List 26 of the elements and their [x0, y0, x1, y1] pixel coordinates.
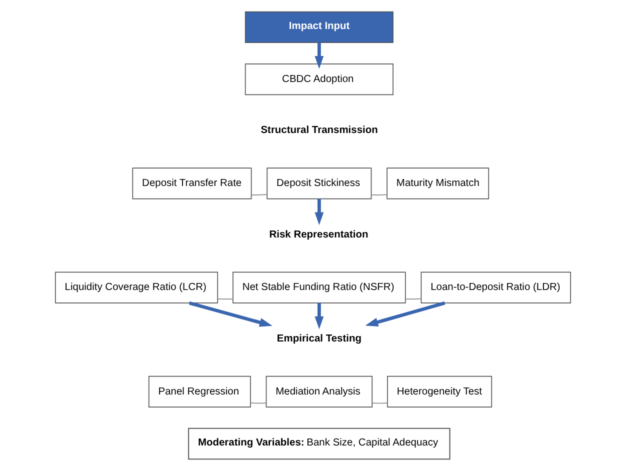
node-box: Panel Regression	[148, 376, 250, 408]
connector	[250, 402, 266, 404]
node-box: Loan-to-Deposit Ratio (LDR)	[420, 272, 571, 304]
node-box: Impact Input	[244, 11, 393, 43]
node-box: Moderating Variables: Bank Size, Capital Adequacy	[188, 428, 450, 460]
node-box: Maturity Mismatch	[386, 168, 489, 200]
node-box: Deposit Transfer Rate	[132, 168, 252, 200]
arrow	[364, 301, 445, 326]
arrow	[314, 198, 324, 226]
node-box: Mediation Analysis	[265, 376, 372, 408]
connector	[250, 194, 267, 196]
connector	[371, 402, 388, 404]
node-box: Deposit Stickiness	[266, 168, 372, 200]
node-box: Heterogeneity Test	[386, 376, 492, 408]
node-text: Empirical Testing	[276, 333, 361, 344]
connector	[216, 298, 233, 300]
connector	[370, 194, 387, 196]
node-box: Liquidity Coverage Ratio (LCR)	[54, 272, 218, 304]
node-box: CBDC Adoption	[244, 64, 393, 96]
arrow	[314, 42, 324, 69]
arrow	[314, 303, 324, 330]
node-text: Structural Transmission	[260, 125, 378, 136]
arrow	[188, 301, 272, 327]
node-box: Net Stable Funding Ratio (NSFR)	[232, 272, 406, 304]
node-text: Risk Representation	[268, 229, 368, 240]
connector	[404, 298, 421, 300]
